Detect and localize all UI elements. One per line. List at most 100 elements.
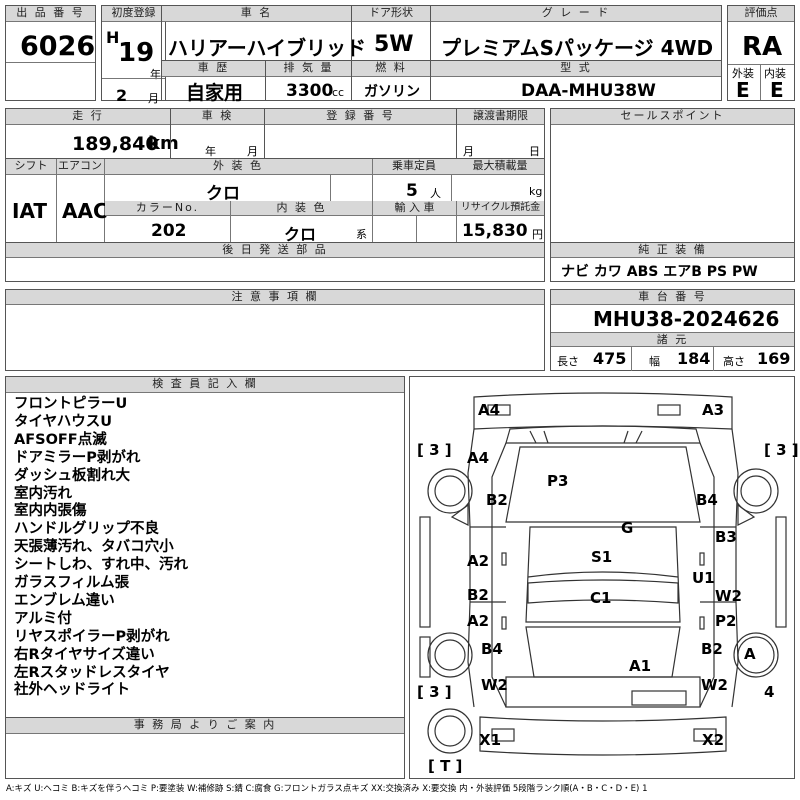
inspection-label: 車 検	[171, 109, 264, 125]
width-label: 幅	[649, 355, 660, 368]
chassis-label: 車 台 番 号	[551, 290, 794, 305]
month-unit: 月	[148, 92, 159, 105]
first-reg-box: 初度登録 H 19 年 2 月	[101, 5, 166, 105]
damage-mark: A2	[467, 612, 490, 630]
later-parts-label: 後 日 発 送 部 品	[6, 243, 544, 258]
damage-mark: [ 3 ]	[417, 441, 452, 459]
chassis-box: 車 台 番 号 MHU38-2024626 諸 元 長さ 475 幅 184 高…	[550, 289, 795, 371]
grade-label: グ レ ー ド	[431, 6, 721, 22]
damage-mark: B2	[486, 491, 508, 509]
damage-mark: B2	[467, 586, 489, 604]
exterior-label: 外装	[732, 67, 754, 80]
mileage-box: 走 行 189,840 km	[5, 108, 179, 159]
ext-color: クロ	[206, 184, 240, 204]
equipment-box: 純 正 装 備 ナビ カワ ABS エアB PS PW	[550, 242, 795, 282]
history-box: 車 歴 自家用	[161, 60, 266, 104]
spec-grid: シフト エアコン 外 装 色 乗車定員 最大積載量 IAT AAC クロ 5 人…	[5, 158, 545, 244]
equipment-label: 純 正 装 備	[551, 243, 794, 258]
caution-box: 注 意 事 項 欄	[5, 289, 545, 371]
grade-box: グ レ ー ド プレミアムSパッケージ 4WD	[430, 5, 722, 61]
lot-label: 出 品 番 号	[6, 6, 95, 22]
max-load-label: 最大積載量	[456, 159, 544, 175]
inspector-note: リヤスポイラーP剥がれ	[14, 628, 170, 645]
inspection-year: 年	[205, 145, 216, 158]
lot-box: 出 品 番 号 6026	[5, 5, 96, 101]
shift-label: シフト	[6, 159, 56, 175]
shift: IAT	[12, 199, 48, 223]
damage-mark: [ T ]	[428, 757, 463, 775]
model-box: 型 式 DAA-MHU38W	[430, 60, 722, 101]
inspector-note: シートしわ、すれ中、汚れ	[14, 557, 188, 574]
transfer-label: 譲渡書期限	[457, 109, 544, 125]
color-no: 202	[151, 221, 187, 241]
transfer-month: 月	[463, 145, 474, 158]
mileage-label: 走 行	[6, 109, 170, 125]
office-label: 事 務 局 よ り ご 案 内	[6, 718, 404, 734]
damage-mark: [ 3 ]	[764, 441, 799, 459]
later-parts-box: 後 日 発 送 部 品	[5, 242, 545, 282]
caution-label: 注 意 事 項 欄	[6, 290, 544, 305]
legend: A:キズ U:ヘコミ B:キズを伴うヘコミ P:要塗装 W:補修跡 S:錆 C:…	[6, 784, 648, 794]
damage-mark: W2	[481, 676, 508, 694]
recycle-label: リサイクル預託金	[457, 201, 544, 216]
damage-mark: [ 3 ]	[417, 683, 452, 701]
inspector-note: 室内汚れ	[14, 485, 72, 502]
damage-mark: S1	[591, 548, 613, 566]
reg-year: 19	[118, 38, 155, 68]
inspector-note: 左Rスタッドレスタイヤ	[14, 664, 170, 681]
recycle-fee: 15,830	[462, 221, 528, 241]
car-name: ハリアーハイブリッド	[168, 36, 366, 60]
damage-mark: A3	[702, 401, 725, 419]
reg-no-label: 登 録 番 号	[265, 109, 456, 125]
sales-point-box: セールスポイント	[550, 108, 795, 243]
damage-mark: C1	[590, 589, 612, 607]
office-box: 事 務 局 よ り ご 案 内	[5, 717, 405, 779]
damage-mark: G	[621, 519, 634, 537]
displacement-unit: cc	[332, 86, 345, 99]
ext-color-label: 外 装 色	[104, 159, 372, 175]
inspection-box: 車 検 年 月	[170, 108, 265, 159]
damage-mark: 4	[764, 683, 775, 701]
capacity-label: 乗車定員	[372, 159, 456, 175]
inspector-note: ドアミラーP剥がれ	[14, 449, 141, 466]
inspector-note: ダッシュ板割れ大	[14, 467, 130, 484]
aircon: AAC	[62, 199, 108, 223]
damage-mark: A2	[467, 552, 490, 570]
lot-number: 6026	[20, 31, 96, 62]
inspector-label: 検 査 員 記 入 欄	[6, 377, 404, 393]
fuel-label: 燃 料	[352, 61, 430, 77]
damage-mark: P3	[547, 472, 569, 490]
inspector-note: 天張薄汚れ、タバコ穴小	[14, 539, 174, 556]
damage-mark: W2	[715, 587, 742, 605]
damage-mark: B4	[481, 640, 503, 658]
capacity-unit: 人	[430, 187, 441, 200]
int-color: クロ	[284, 225, 317, 244]
displacement-box: 排 気 量 3300 cc	[265, 60, 352, 101]
length: 475	[593, 349, 627, 368]
damage-mark: B2	[701, 640, 723, 658]
mileage: 189,840	[72, 133, 159, 155]
reg-month: 2	[116, 86, 128, 105]
damage-mark: B4	[696, 491, 718, 509]
year-unit: 年	[150, 68, 161, 81]
damage-mark: B3	[715, 528, 737, 546]
height: 169	[757, 349, 791, 368]
damage-mark: X1	[479, 731, 502, 749]
width: 184	[677, 349, 711, 368]
damage-mark: U1	[692, 569, 715, 587]
car-name-label: 車 名	[162, 6, 351, 22]
capacity: 5	[406, 181, 418, 201]
damage-mark: A1	[629, 657, 652, 675]
transfer-box: 譲渡書期限 月 日	[456, 108, 545, 159]
inspector-note: エンブレム違い	[14, 592, 115, 609]
max-load-unit: kg	[529, 185, 543, 198]
displacement: 3300	[286, 81, 334, 101]
car-diagram	[419, 392, 787, 756]
inspector-note: フロントピラーU	[14, 396, 128, 412]
height-label: 高さ	[723, 355, 745, 368]
recycle-unit: 円	[532, 228, 543, 241]
score-box: 評価点 RA 外装 内装 E E	[727, 5, 795, 102]
inspector-note: 室内内張傷	[14, 503, 87, 520]
exterior-grade: E	[736, 78, 750, 102]
